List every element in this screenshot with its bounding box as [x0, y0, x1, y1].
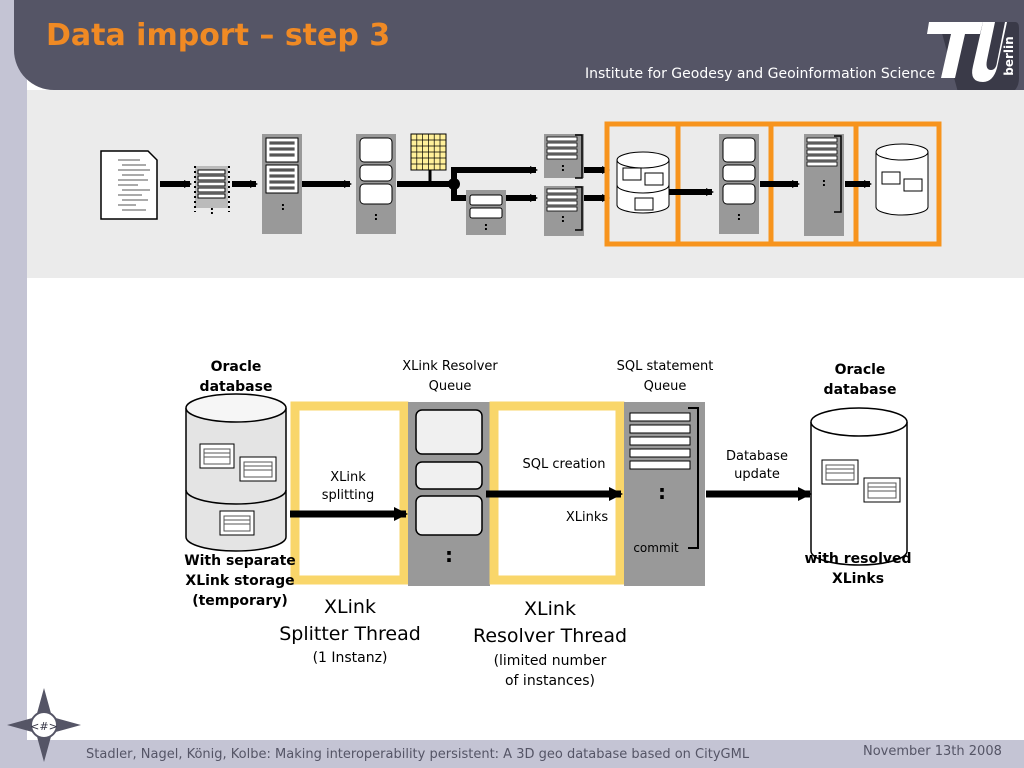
queue-ellipsis: : — [822, 176, 826, 189]
feature-table-icon — [863, 477, 901, 503]
target-database-small-icon — [875, 143, 929, 216]
queue-ellipsis: : — [484, 220, 488, 233]
target-oracle-database — [810, 407, 908, 566]
queue-ellipsis: : — [658, 480, 666, 504]
slide-title: Data import – step 3 — [46, 18, 391, 53]
queue-ellipsis: : — [281, 200, 285, 213]
xlink-table-icon — [219, 510, 255, 536]
object-queue-icon: : — [356, 134, 396, 234]
citygml-document-icon — [100, 150, 158, 220]
tu-berlin-logo: berlin — [927, 22, 1019, 96]
slide-navigation-compass[interactable]: <#> — [5, 686, 83, 764]
queue-ellipsis: : — [374, 210, 378, 223]
sql-statement-queue-small-icon: : — [804, 134, 844, 236]
xlink-resolution-diagram — [185, 393, 908, 586]
source-oracle-database — [185, 393, 287, 552]
parser-buffer-icon: : — [194, 166, 230, 217]
institute-subtitle: Institute for Geodesy and Geoinformation… — [585, 66, 936, 82]
logo-text: berlin — [1002, 36, 1016, 75]
page-number: <#> — [30, 720, 58, 733]
feature-table-icon — [239, 456, 277, 482]
header-bar — [14, 0, 1024, 90]
temp-database-small-icon — [616, 151, 670, 214]
footer-bar — [27, 740, 1024, 768]
splitter-thread-box — [290, 401, 409, 585]
footer-citation: Stadler, Nagel, König, Kolbe: Making int… — [86, 747, 750, 762]
xlink-resolver-queue-small-icon: : — [719, 134, 759, 234]
sql-queue-small-icon: : — [544, 134, 584, 179]
queue-ellipsis: : — [561, 161, 565, 174]
xlinks-label: XLinks — [565, 510, 609, 525]
footer-date: November 13th 2008 — [863, 744, 1002, 759]
commit-label: commit — [633, 541, 679, 555]
feature-table-icon — [199, 443, 235, 469]
queue-ellipsis: : — [210, 204, 214, 217]
feature-queue-icon: : — [262, 134, 302, 234]
sql-queue-small-icon: : — [544, 186, 584, 236]
queue-ellipsis: : — [561, 212, 565, 225]
queue-ellipsis: : — [737, 210, 741, 223]
splitter-thread-note: (1 Instanz) — [312, 650, 388, 666]
commit-bracket — [688, 407, 699, 549]
overview-pipeline: : : : — [100, 121, 942, 247]
queue-ellipsis: : — [445, 543, 453, 567]
left-strip — [0, 0, 27, 768]
sql-creation-label: SQL creation — [522, 457, 606, 472]
sql-statement-queue — [624, 402, 705, 586]
xlink-resolver-queue — [408, 402, 490, 586]
feature-table-icon — [821, 459, 859, 485]
small-xlink-queue-icon: : — [466, 190, 506, 235]
worker-pool-grid-icon — [410, 133, 447, 184]
